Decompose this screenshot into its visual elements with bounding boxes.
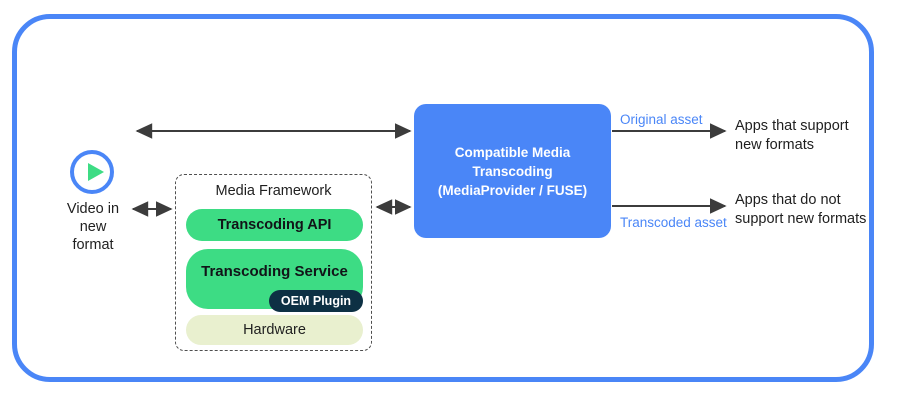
play-triangle-icon <box>88 163 104 181</box>
transcoded-asset-label: Transcoded asset <box>620 215 727 230</box>
original-asset-label: Original asset <box>620 112 703 127</box>
apps-no-support-label: Apps that do not support new formats <box>735 192 867 227</box>
hardware-box: Hardware <box>186 315 363 345</box>
play-circle-icon <box>70 150 114 194</box>
oem-plugin-badge: OEM Plugin <box>269 290 363 312</box>
compatible-media-transcoding-box: Compatible Media Transcoding (MediaProvi… <box>414 104 611 238</box>
video-source-label: Video in new format <box>66 201 120 253</box>
apps-support-label: Apps that support new formats <box>735 118 849 153</box>
transcoding-api-box: Transcoding API <box>186 209 363 241</box>
media-framework-title: Media Framework <box>215 183 332 199</box>
media-framework-group: Media Framework Transcoding API Transcod… <box>175 174 372 351</box>
